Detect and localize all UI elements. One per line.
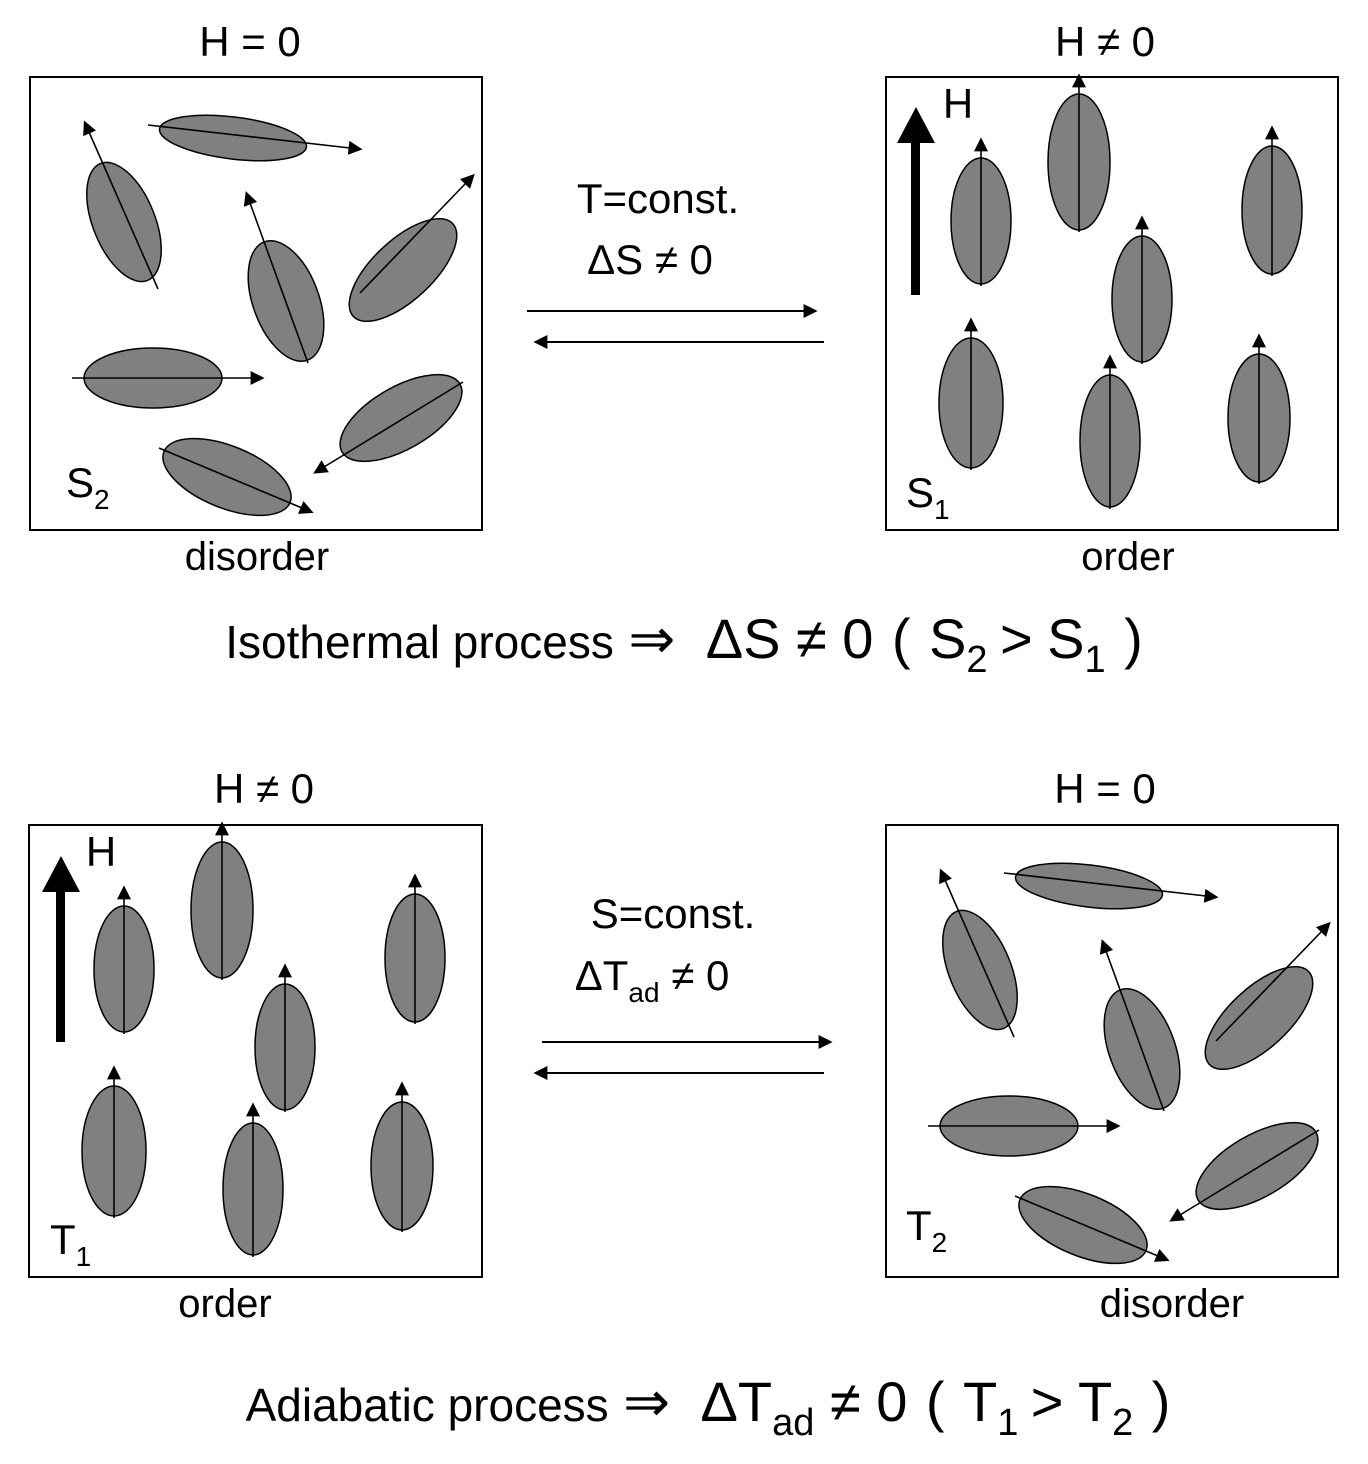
adiabatic-summary: Adiabatic process ⇒ ΔTad ≠ 0 ( T1 > T2 ) — [246, 1370, 1171, 1444]
spin — [950, 137, 1012, 286]
spin-ellipse — [1195, 1121, 1319, 1211]
spin — [313, 373, 464, 474]
spin — [243, 191, 325, 364]
field-label: H = 0 — [1054, 765, 1156, 812]
spin — [1241, 125, 1303, 276]
spin-ellipse — [1204, 965, 1314, 1071]
panel-box — [885, 824, 1339, 1278]
field-label: H ≠ 0 — [214, 765, 314, 812]
condition-label: S=const. — [591, 890, 756, 937]
spin — [93, 885, 155, 1034]
spin — [1003, 862, 1219, 910]
spin — [384, 873, 446, 1024]
state-label: T2 — [906, 1202, 947, 1258]
spin-arrow — [939, 868, 1015, 1038]
disordered-spins — [72, 114, 475, 517]
bottom-right-panel: H = 0 T2 disorder — [885, 765, 1339, 1326]
spin — [1169, 1121, 1320, 1222]
condition-label: ΔTad ≠ 0 — [575, 952, 730, 1008]
spin-arrow — [243, 191, 309, 364]
spin — [254, 963, 316, 1112]
spin-arrow — [313, 381, 464, 474]
panel-caption: disorder — [1100, 1282, 1245, 1326]
top-process-arrows: T=const. ΔS ≠ 0 — [527, 175, 824, 349]
spin-ellipse — [158, 114, 308, 162]
field-arrow-label: H — [86, 828, 116, 875]
spin — [1111, 215, 1173, 364]
spin — [370, 1081, 434, 1232]
panel-caption: order — [178, 1282, 271, 1326]
spin — [83, 120, 162, 290]
spin — [1047, 73, 1111, 232]
top-left-panel: H = 0 S2 disorder — [29, 18, 483, 579]
spin-ellipse — [348, 217, 458, 323]
spin-arrow — [83, 120, 159, 290]
spin-arrow — [147, 124, 363, 155]
ordered-spins — [81, 821, 446, 1257]
spin — [1204, 921, 1331, 1071]
spin — [1079, 354, 1141, 509]
ordered-spins — [938, 73, 1303, 509]
field-arrow — [42, 856, 80, 1042]
spin-arrow — [359, 173, 475, 294]
spin — [158, 437, 314, 517]
condition-label: ΔS ≠ 0 — [587, 236, 713, 283]
state-label: S1 — [906, 469, 950, 525]
bottom-left-panel: H ≠ 0 H T1 order — [28, 765, 483, 1326]
spin-arrow — [1215, 921, 1331, 1042]
spin — [81, 1065, 147, 1218]
spin-ellipse — [1014, 862, 1164, 910]
spin — [939, 868, 1018, 1038]
spin — [72, 347, 265, 409]
field-label: H = 0 — [199, 18, 301, 65]
panel-box — [885, 76, 1339, 531]
isothermal-summary: Isothermal process ⇒ ΔS ≠ 0 ( S2 > S1 ) — [225, 607, 1142, 681]
panel-caption: order — [1081, 535, 1174, 579]
panel-caption: disorder — [185, 535, 330, 579]
spin — [928, 1095, 1121, 1157]
spin — [348, 173, 475, 323]
spin — [1227, 333, 1291, 484]
spin — [222, 1102, 284, 1257]
panel-box — [28, 824, 483, 1278]
spin-ellipse — [86, 161, 162, 283]
spin-arrow — [1003, 872, 1219, 903]
spin — [147, 114, 363, 162]
spin — [938, 317, 1004, 470]
spin-arrow — [1014, 1195, 1170, 1262]
top-right-panel: H ≠ 0 H S1 order — [885, 18, 1339, 579]
field-arrow — [897, 107, 935, 295]
spin-ellipse — [942, 909, 1018, 1031]
disordered-spins — [928, 862, 1331, 1265]
spin-ellipse — [339, 373, 463, 463]
spin-arrow — [1099, 939, 1165, 1112]
spin-arrow — [158, 447, 314, 514]
state-label: S2 — [66, 459, 110, 515]
field-label: H ≠ 0 — [1055, 18, 1155, 65]
field-arrow-label: H — [943, 80, 973, 127]
spin — [1099, 939, 1181, 1112]
spin — [1014, 1185, 1170, 1265]
condition-label: T=const. — [577, 175, 739, 222]
bottom-process-arrows: S=const. ΔTad ≠ 0 — [533, 890, 833, 1080]
spin — [190, 821, 254, 980]
spin-arrow — [1169, 1129, 1320, 1222]
state-label: T1 — [50, 1216, 91, 1272]
panel-box — [29, 76, 483, 531]
